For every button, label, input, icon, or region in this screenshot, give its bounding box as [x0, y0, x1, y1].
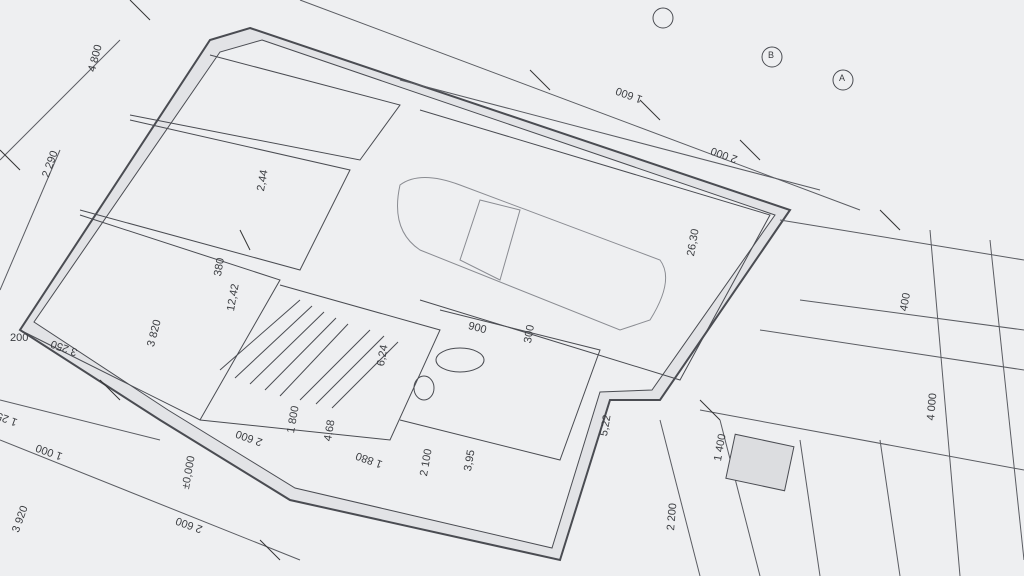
staircase	[219, 299, 399, 409]
dimension-ticks	[0, 0, 901, 561]
room-wall	[129, 54, 401, 161]
dimension-label: 2 200	[665, 502, 680, 532]
grid-marker-label: A	[839, 73, 846, 83]
car-outline	[397, 177, 667, 331]
window-detail	[725, 433, 795, 492]
grid-marker	[652, 7, 674, 29]
bathtub	[435, 347, 485, 373]
dimension-label: 4 000	[925, 392, 940, 422]
dimension-label: 200	[10, 332, 29, 344]
grid-marker-label: B	[768, 50, 775, 60]
